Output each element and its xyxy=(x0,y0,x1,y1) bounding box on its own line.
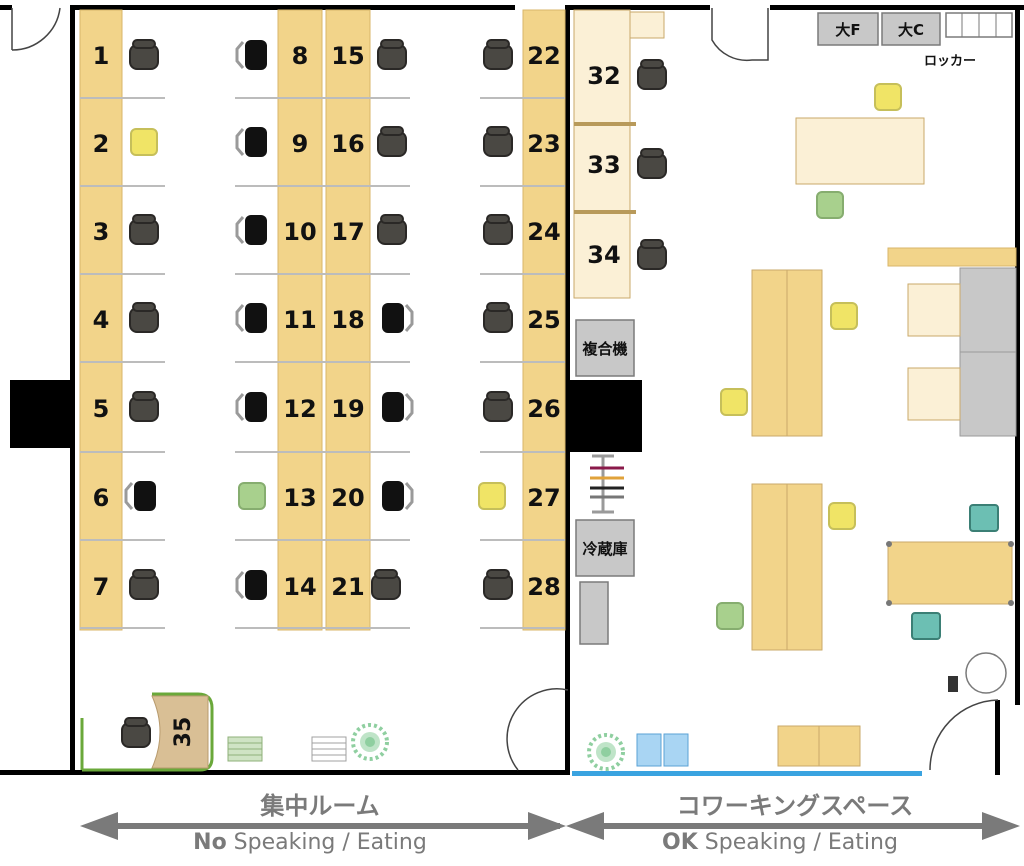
zone-left-rule-bold: No xyxy=(193,830,227,855)
seat-26[interactable]: 26 xyxy=(527,395,560,423)
seat-28[interactable]: 28 xyxy=(527,573,560,601)
zone-right-rule: OK Speaking / Eating xyxy=(600,830,960,855)
desk-columns xyxy=(79,9,566,631)
printer-label: 複合機 xyxy=(581,340,627,358)
lockers: 大F 大C ロッカー xyxy=(817,12,1013,69)
chairs-col2 xyxy=(235,38,269,602)
seat-8[interactable]: 8 xyxy=(292,42,309,70)
appliances: 複合機 冷蔵庫 xyxy=(575,319,635,645)
seat-14[interactable]: 14 xyxy=(283,573,316,601)
seat-19[interactable]: 19 xyxy=(331,395,364,423)
plant-icon xyxy=(587,733,625,771)
seat-18[interactable]: 18 xyxy=(331,306,364,334)
seat-27[interactable]: 27 xyxy=(527,484,560,512)
zone-left-title: 集中ルーム xyxy=(260,792,380,820)
seat-6[interactable]: 6 xyxy=(93,484,110,512)
zone-left-rule-text: Speaking / Eating xyxy=(226,830,427,855)
chairs-col1 xyxy=(124,39,159,600)
seat-3[interactable]: 3 xyxy=(93,218,110,246)
chairs-col3 xyxy=(371,39,414,600)
seat-20[interactable]: 20 xyxy=(331,484,364,512)
coworking-furniture xyxy=(587,83,1017,771)
seat-9[interactable]: 9 xyxy=(292,130,309,158)
locker-f-label: 大F xyxy=(835,21,860,39)
seat-15[interactable]: 15 xyxy=(331,42,364,70)
seat-35[interactable]: 35 xyxy=(171,717,196,748)
zone-left-rule: No Speaking / Eating xyxy=(150,830,470,855)
fridge-label: 冷蔵庫 xyxy=(582,540,627,558)
seat-11[interactable]: 11 xyxy=(283,306,316,334)
walls xyxy=(0,5,1024,776)
seat-16[interactable]: 16 xyxy=(331,130,364,158)
zone-right-title: コワーキングスペース xyxy=(676,792,914,820)
zone-right-rule-text: Speaking / Eating xyxy=(697,830,898,855)
locker-label: ロッカー xyxy=(924,54,976,69)
seat-1[interactable]: 1 xyxy=(93,42,110,70)
seat-4[interactable]: 4 xyxy=(93,306,110,334)
plant-icon xyxy=(351,723,389,761)
seat-35-area: 35 xyxy=(80,692,214,772)
seat-25[interactable]: 25 xyxy=(527,306,560,334)
seat-32[interactable]: 32 xyxy=(587,62,620,90)
bottom-left-items xyxy=(227,723,389,762)
seat-2[interactable]: 2 xyxy=(93,130,110,158)
seat-labels: 1 2 3 4 5 6 7 8 9 10 11 12 13 14 15 16 1… xyxy=(93,42,561,601)
seat-13[interactable]: 13 xyxy=(283,484,316,512)
seat-22[interactable]: 22 xyxy=(527,42,560,70)
seat-34[interactable]: 34 xyxy=(587,241,620,269)
chairs-col4 xyxy=(478,39,513,600)
seat-24[interactable]: 24 xyxy=(527,218,560,246)
seat-33[interactable]: 33 xyxy=(587,151,620,179)
zone-right-rule-bold: OK xyxy=(662,830,698,855)
locker-c-label: 大C xyxy=(898,21,924,39)
seat-5[interactable]: 5 xyxy=(93,395,110,423)
seat-23[interactable]: 23 xyxy=(527,130,560,158)
seat-7[interactable]: 7 xyxy=(93,573,110,601)
seat-21[interactable]: 21 xyxy=(331,573,364,601)
desk-dividers xyxy=(80,97,565,629)
seat-10[interactable]: 10 xyxy=(283,218,316,246)
zone-arrows xyxy=(80,812,1020,840)
booths: 32 33 34 xyxy=(573,9,667,299)
seat-17[interactable]: 17 xyxy=(331,218,364,246)
seat-12[interactable]: 12 xyxy=(283,395,316,423)
